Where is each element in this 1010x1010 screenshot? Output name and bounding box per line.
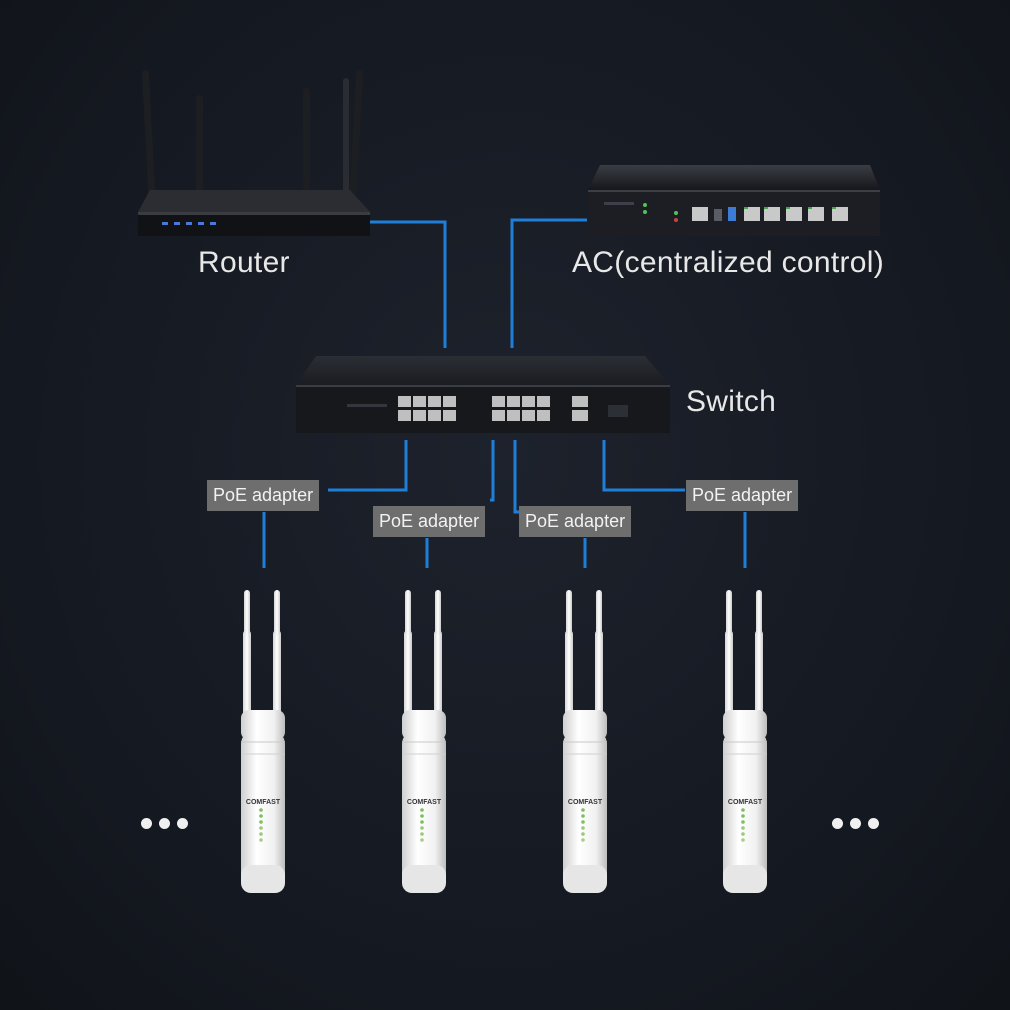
access-point-1: COMFAST bbox=[240, 589, 286, 894]
cable-switch-poe-1 bbox=[328, 440, 408, 492]
access-point-3: COMFAST bbox=[562, 589, 608, 894]
access-points: COMFAST COMFAST COMFAST COMFAST bbox=[240, 589, 768, 894]
poe-adapter-label-2: PoE adapter bbox=[373, 506, 486, 537]
cable-switch-poe-2 bbox=[490, 440, 495, 502]
access-point-brand: COMFAST bbox=[728, 799, 763, 806]
poe-adapter-label-1: PoE adapter bbox=[207, 480, 320, 511]
poe-adapter-label-4: PoE adapter bbox=[686, 480, 799, 511]
cables bbox=[262, 218, 747, 568]
access-point-brand: COMFAST bbox=[246, 799, 281, 806]
ac-label: AC(centralized control) bbox=[572, 246, 885, 279]
switch-label: Switch bbox=[686, 385, 777, 418]
cable-switch-poe-3 bbox=[513, 440, 520, 514]
ac-controller-device bbox=[588, 165, 880, 236]
access-point-brand: COMFAST bbox=[407, 799, 442, 806]
more-devices-left-icon bbox=[141, 818, 188, 829]
router-label: Router bbox=[198, 246, 290, 279]
poe-adapter-label-3: PoE adapter bbox=[519, 506, 632, 537]
access-point-2: COMFAST bbox=[401, 589, 447, 894]
access-point-brand: COMFAST bbox=[568, 799, 603, 806]
switch-device bbox=[296, 356, 670, 433]
cable-ac-switch bbox=[510, 218, 587, 348]
more-devices-right-icon bbox=[832, 818, 879, 829]
access-point-4: COMFAST bbox=[722, 589, 768, 894]
cable-switch-poe-4 bbox=[602, 440, 685, 492]
router-device bbox=[138, 70, 370, 236]
cable-router-switch bbox=[370, 220, 447, 348]
